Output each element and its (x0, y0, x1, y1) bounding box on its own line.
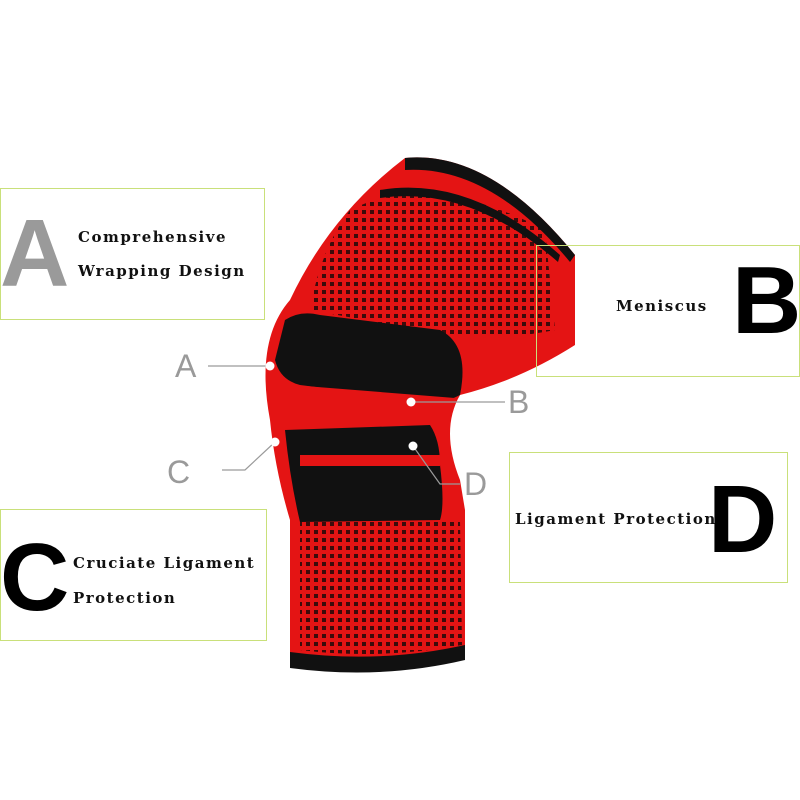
marker-b: B (508, 384, 530, 420)
feature-d-letter: D (708, 466, 778, 573)
feature-a-line1: Comprehensive (78, 228, 228, 246)
marker-c: C (167, 454, 191, 490)
feature-b-line1: Meniscus (616, 297, 708, 315)
marker-d: D (464, 466, 488, 502)
feature-c-line1: Cruciate Ligament (73, 554, 256, 572)
feature-c-line2: Protection (73, 589, 177, 607)
feature-c-box (0, 509, 267, 641)
feature-d-box (509, 452, 788, 583)
feature-d-line1: Ligament Protection (515, 510, 717, 528)
feature-a-line2: Wrapping Design (78, 262, 246, 280)
marker-a: A (175, 348, 197, 384)
feature-c-letter: C (0, 524, 70, 631)
feature-a-box (0, 188, 265, 320)
feature-a-letter: A (0, 200, 70, 307)
feature-b-letter: B (732, 247, 800, 354)
